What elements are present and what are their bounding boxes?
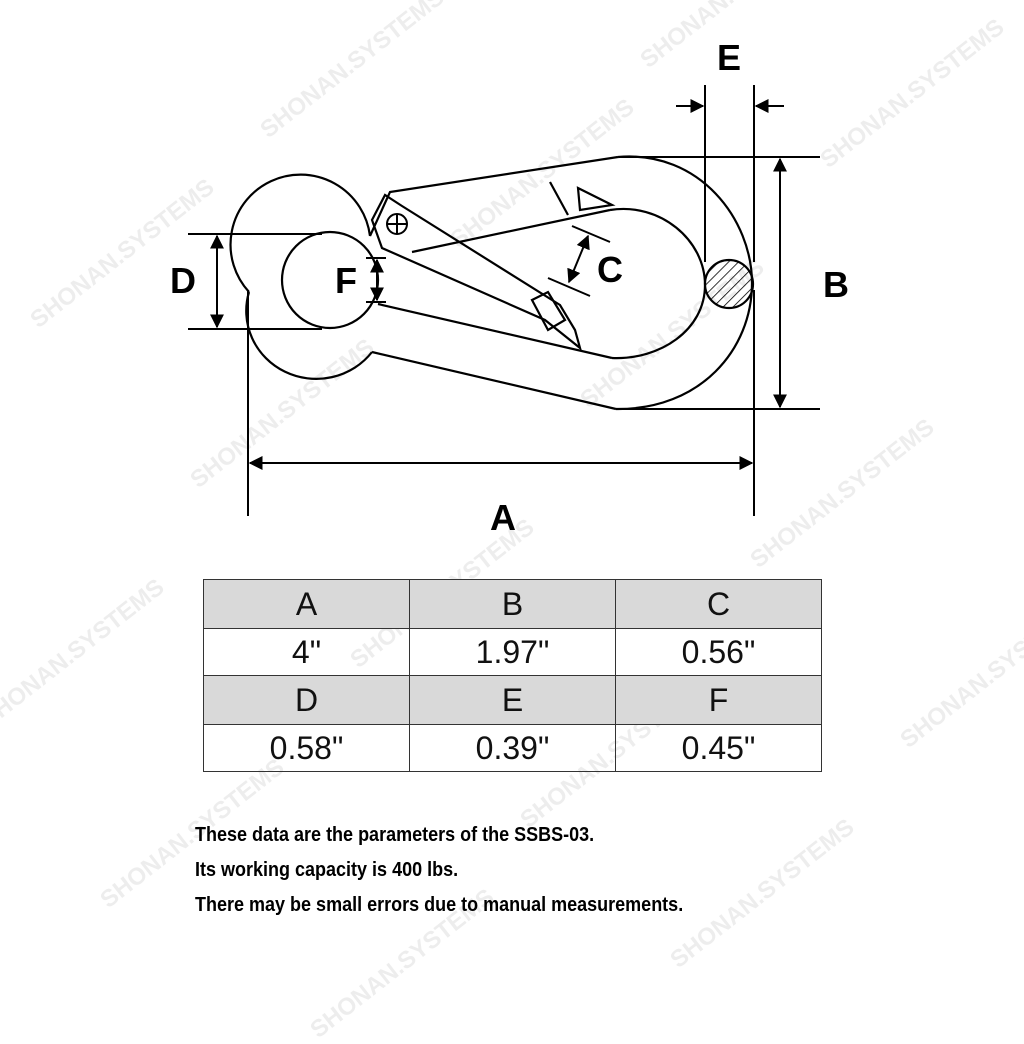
watermark: SHONAN.SYSTEMS bbox=[0, 573, 170, 734]
body-inner-top bbox=[411, 208, 611, 254]
table-value-cell: 0.58" bbox=[203, 724, 410, 772]
table-header-cell: E bbox=[409, 675, 616, 725]
table-header-cell: D bbox=[203, 675, 410, 725]
label-b: B bbox=[823, 264, 849, 305]
table-value-cell: 1.97" bbox=[409, 628, 616, 676]
label-d: D bbox=[170, 260, 196, 301]
dimension-lines bbox=[188, 85, 820, 516]
eye-hole bbox=[280, 230, 380, 330]
label-c: C bbox=[597, 249, 623, 290]
dim-c-ext-bottom bbox=[547, 277, 591, 297]
table-value-cell: 4" bbox=[203, 628, 410, 676]
table-value-cell: 0.56" bbox=[615, 628, 822, 676]
note-line: These data are the parameters of the SSB… bbox=[195, 824, 595, 846]
body-top-edge bbox=[368, 155, 619, 237]
label-e: E bbox=[717, 37, 741, 78]
label-f: F bbox=[335, 260, 357, 301]
eye-outer bbox=[229, 173, 372, 293]
body-inner-bottom bbox=[377, 302, 613, 360]
eye-outer-lower bbox=[245, 291, 373, 380]
notes: These data are the parameters of the SSB… bbox=[195, 818, 955, 923]
table-value-cell: 0.39" bbox=[409, 724, 616, 772]
table-header-cell: C bbox=[615, 579, 822, 629]
gate-tip bbox=[530, 290, 567, 332]
table-header-cell: B bbox=[409, 579, 616, 629]
label-a: A bbox=[490, 497, 516, 538]
pin-icon bbox=[386, 213, 408, 235]
note-line: Its working capacity is 400 lbs. bbox=[195, 859, 459, 881]
table-header-cell: A bbox=[203, 579, 410, 629]
table-value-row: 4"1.97"0.56" bbox=[203, 628, 822, 676]
snap-hook-diagram: A B C D E F bbox=[170, 37, 849, 538]
dim-c-line bbox=[567, 234, 590, 284]
table-value-row: 0.58"0.39"0.45" bbox=[203, 724, 822, 772]
dim-c-ext-top bbox=[571, 225, 611, 243]
snap-hook-outline bbox=[229, 155, 754, 411]
gate bbox=[370, 193, 582, 351]
table-header-cell: F bbox=[615, 675, 822, 725]
gate-latch bbox=[549, 181, 616, 216]
table-value-cell: 0.45" bbox=[615, 724, 822, 772]
hook-inner bbox=[609, 207, 707, 360]
watermark: SHONAN.SYSTEMS bbox=[895, 593, 1024, 754]
body-bottom-edge bbox=[371, 350, 617, 411]
wire-cross-section bbox=[703, 258, 755, 310]
note-line: There may be small errors due to manual … bbox=[195, 894, 684, 916]
